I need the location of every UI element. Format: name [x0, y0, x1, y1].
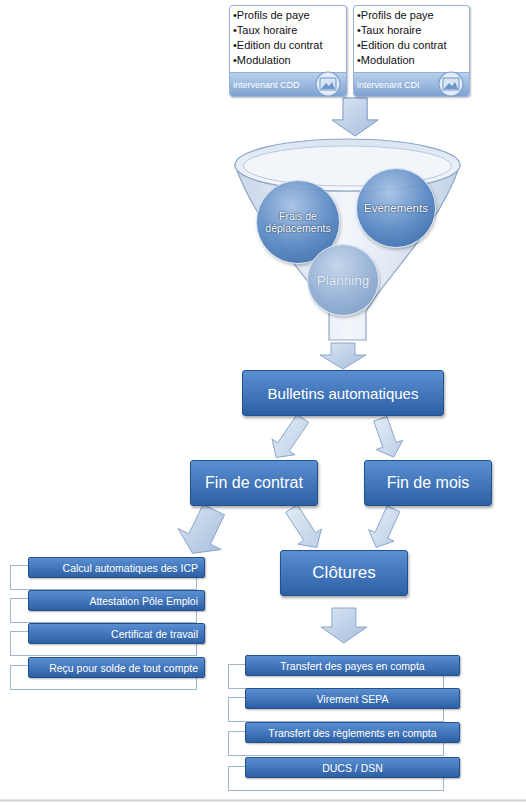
list-bar: Transfert des payes en compta — [245, 655, 460, 676]
block-arrow — [272, 415, 309, 458]
process-box: Bulletins automatiques — [242, 370, 444, 416]
input-circle: Planning — [307, 244, 379, 316]
process-box: Fin de mois — [364, 460, 492, 506]
page-rule — [0, 800, 526, 802]
box-label: Fin de contrat — [205, 474, 303, 492]
list-bar: Calcul automatiques des ICP — [28, 557, 205, 578]
bullet-item: •Profils de paye — [233, 8, 343, 23]
bullet-item: •Taux horaire — [233, 23, 343, 38]
bullet-item: •Modulation — [357, 53, 466, 68]
bullet-item: •Modulation — [233, 53, 343, 68]
list-bar: Reçu pour solde de tout compte — [28, 657, 205, 678]
list-text: Reçu pour solde de tout compte — [49, 662, 198, 674]
block-arrow — [369, 506, 400, 548]
list-bar: DUCS / DSN — [245, 757, 460, 778]
box-label: Evènements — [361, 202, 431, 214]
bullet-item: •Profils de paye — [357, 8, 466, 23]
list-text: DUCS / DSN — [322, 762, 383, 774]
box-label: Fin de mois — [387, 474, 470, 492]
box-label: Planning — [314, 273, 373, 288]
block-arrow — [286, 505, 322, 548]
funnel-shape: Frais de déplacements EvènementsPlanning — [233, 137, 462, 342]
card-band: intervenant CDI — [354, 72, 469, 96]
list-text: Transfert des payes en compta — [280, 660, 424, 672]
worker-card: •Profils de paye•Taux horaire•Edition du… — [353, 5, 470, 97]
list-bar: Certificat de travail — [28, 623, 205, 644]
list-bar: Attestation Pôle Emploi — [28, 590, 205, 611]
worker-card: •Profils de paye•Taux horaire•Edition du… — [229, 5, 347, 97]
block-arrow — [178, 504, 225, 553]
bullet-item: •Edition du contrat — [233, 38, 343, 53]
box-label: Bulletins automatiques — [268, 385, 419, 402]
list-bar: Transfert des règlements en compta — [245, 722, 460, 743]
list-bar: Virement SEPA — [245, 688, 460, 709]
bullet-item: •Edition du contrat — [357, 38, 466, 53]
block-arrow — [320, 343, 366, 369]
process-box: Clôtures — [280, 550, 408, 596]
list-text: Attestation Pôle Emploi — [89, 595, 198, 607]
block-arrow — [332, 98, 378, 136]
card-band: intervenant CDD — [230, 72, 346, 96]
process-box: Fin de contrat — [190, 460, 318, 506]
card-body: •Profils de paye•Taux horaire•Edition du… — [230, 6, 346, 68]
card-title: intervenant CDD — [233, 73, 346, 97]
block-arrow — [374, 417, 403, 458]
block-arrow — [332, 98, 378, 136]
list-text: Calcul automatiques des ICP — [63, 562, 198, 574]
card-body: •Profils de paye•Taux horaire•Edition du… — [354, 6, 469, 68]
box-label: Frais de déplacements — [257, 210, 339, 234]
list-text: Virement SEPA — [317, 693, 389, 705]
list-text: Transfert des règlements en compta — [268, 727, 436, 739]
list-text: Certificat de travail — [111, 628, 198, 640]
card-title: intervenant CDI — [357, 73, 469, 97]
bullet-item: •Taux horaire — [357, 23, 466, 38]
input-circle: Evènements — [356, 168, 436, 248]
block-arrow — [321, 608, 367, 643]
box-label: Clôtures — [312, 563, 375, 583]
